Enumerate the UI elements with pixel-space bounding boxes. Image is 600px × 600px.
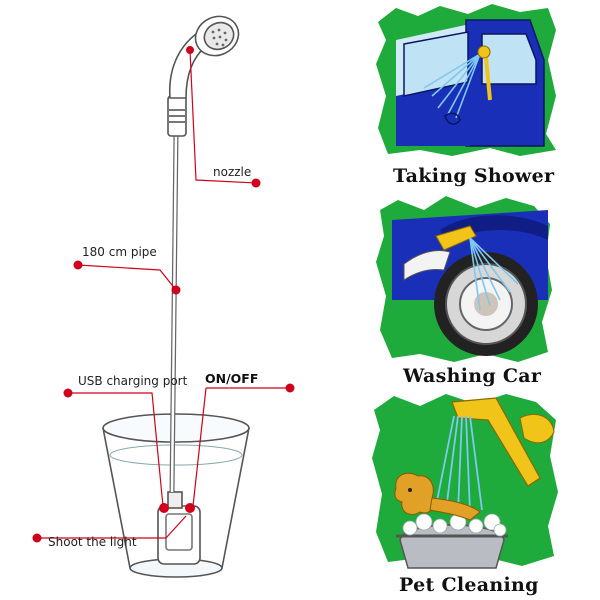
- usb-port-label: USB charging port: [78, 374, 188, 388]
- callout-lines: [37, 49, 290, 539]
- bucket: [102, 413, 250, 578]
- shower-head: [194, 15, 240, 57]
- pipe-length-label: 180 cm pipe: [82, 245, 157, 259]
- panel-washing-car: [376, 196, 552, 362]
- marker-dot: [186, 46, 194, 54]
- marker-dot: [73, 260, 83, 270]
- marker-dot: [185, 503, 195, 513]
- marker-dot: [32, 533, 42, 543]
- panel-pet-cleaning: [372, 394, 558, 569]
- marker-dot: [159, 503, 169, 513]
- marker-dot: [251, 178, 261, 188]
- marker-dot: [171, 285, 181, 295]
- on-off-label: ON/OFF: [205, 371, 259, 386]
- shower-diagram: [102, 15, 250, 578]
- light-label: Shoot the light: [48, 535, 137, 549]
- caption-pet-cleaning: Pet Cleaning: [399, 574, 539, 596]
- caption-taking-shower: Taking Shower: [393, 165, 555, 187]
- marker-dot: [63, 388, 73, 398]
- callout-markers: [32, 46, 295, 543]
- caption-washing-car: Washing Car: [403, 365, 542, 387]
- nozzle-label: nozzle: [213, 165, 252, 179]
- marker-dot: [285, 383, 295, 393]
- panel-taking-shower: [376, 4, 556, 156]
